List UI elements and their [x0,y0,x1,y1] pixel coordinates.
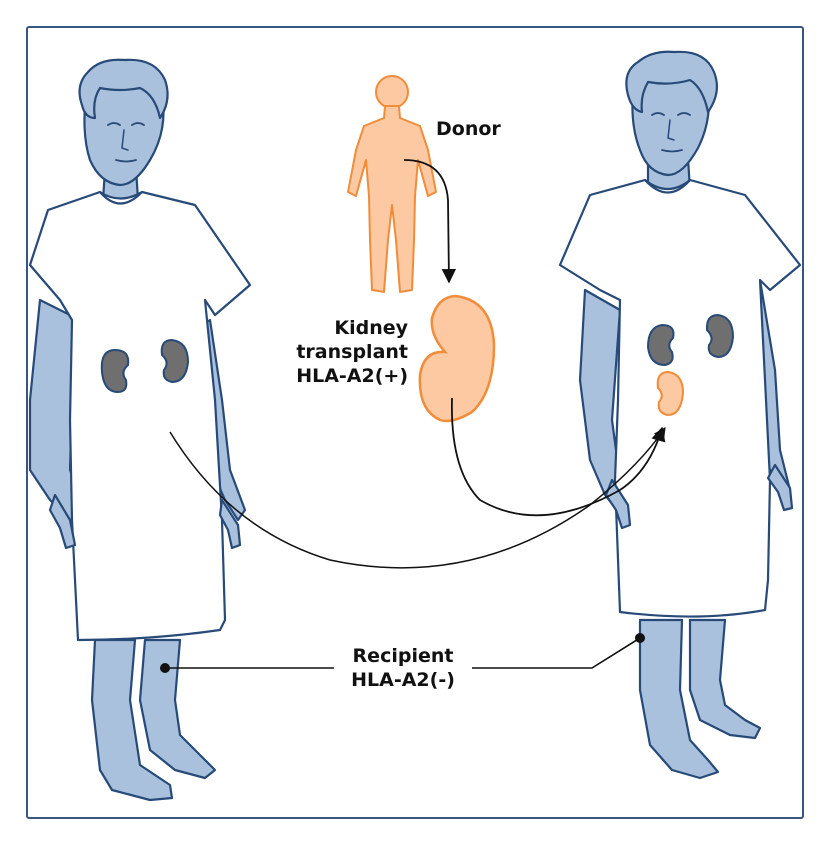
kidney-to-recipient-arrow [451,397,666,517]
transplanted-kidney-small [656,370,685,417]
donor-label: Donor [436,117,501,141]
recipient-label-line-2: HLA-A2(-) [351,669,455,691]
recipient-label-line-1: Recipient [352,645,454,667]
recipient-leader-lines [165,637,641,669]
recipient-marker-right [635,633,645,643]
native-kidney-left-1 [100,348,130,394]
transplant-label: Kidney transplant HLA-A2(+) [274,316,408,388]
donor-label-text: Donor [436,118,501,140]
donor-silhouette [347,75,437,293]
recipient-figure-right [558,50,802,780]
recipient-figure-left [28,58,252,802]
donor-kidney [418,294,496,423]
transplant-label-line-3: HLA-A2(+) [296,365,408,387]
recipient-to-recipient-arrow [169,427,666,569]
donor-to-kidney-arrow [403,159,457,284]
native-kidney-right-1 [646,323,675,367]
transplant-label-line-1: Kidney [334,317,408,339]
native-kidney-right-2 [705,313,735,359]
recipient-label: Recipient HLA-A2(-) [334,644,472,692]
transplant-label-line-2: transplant [296,341,408,363]
native-kidney-left-2 [160,338,190,384]
recipient-marker-left [160,663,170,673]
